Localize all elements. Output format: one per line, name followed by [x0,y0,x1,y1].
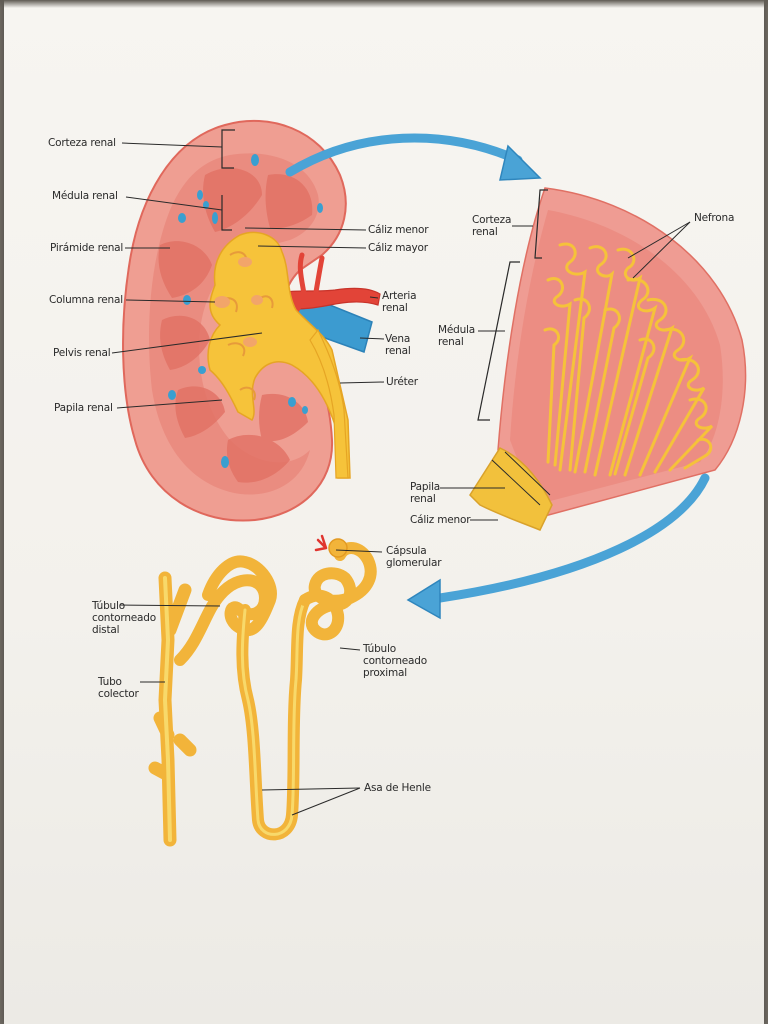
label-proximal-line3: proximal [363,667,407,679]
renal-pyramids [158,167,313,483]
label-ureter: Uréter [386,376,418,388]
distal-convoluted-tubule [174,555,277,666]
ureter [309,328,349,479]
arrow-to-nephron [435,473,710,603]
detail-brackets [477,189,548,421]
arrow-to-detail-head [499,144,542,181]
kidney-cross-section [122,119,381,522]
label-arteria-line2: renal [382,302,408,314]
label-detail-medula-line2: renal [438,336,464,348]
label-tubo-colector: Tubo colector [98,676,139,700]
label-proximal-line2: contorneado [363,655,427,667]
label-vena-renal: Vena renal [385,333,411,357]
label-proximal-line1: Túbulo [363,643,396,655]
paper-sheet [4,0,764,1024]
detail-papilla [469,447,553,531]
label-piramide-renal: Pirámide renal [50,242,124,254]
label-tubo-line2: colector [98,688,139,700]
calyx-opening-1 [238,257,252,267]
label-detail-medula: Médula renal [438,324,475,348]
label-tubulo-distal: Túbulo contorneado distal [92,600,156,636]
label-distal-line2: contorneado [92,612,156,624]
label-papila-renal: Papila renal [54,402,113,414]
label-columna-renal: Columna renal [49,294,123,306]
minor-calyces [219,251,274,401]
label-tubulo-proximal: Túbulo contorneado proximal [363,643,427,679]
label-nefrona: Nefrona [694,212,735,224]
label-detail-papila-line2: renal [410,493,436,505]
leader-lines [111,142,691,816]
renal-pelvis [207,231,351,479]
label-tubo-line1: Tubo [98,676,122,688]
label-caliz-mayor: Cáliz mayor [368,242,428,254]
renal-artery [284,287,381,310]
label-detail-corteza-line2: renal [472,226,498,238]
label-detail-papila-line1: Papila [410,481,441,493]
label-medula-renal: Médula renal [52,190,118,202]
label-detail-corteza-line1: Corteza [472,214,512,226]
label-detail-papila: Papila renal [410,481,440,505]
label-detail-corteza: Corteza renal [472,214,511,238]
calyx-opening-2 [214,296,230,308]
nephron-tubules [543,242,714,477]
label-vena-line1: Vena [385,333,411,345]
label-pelvis-renal: Pelvis renal [53,347,111,359]
collecting-duct-inner [163,576,172,842]
proximal-convoluted-tubule [299,542,377,641]
glomerular-capsule [328,538,348,558]
arrow-to-nephron-head [406,578,441,620]
label-asa-de-henle: Asa de Henle [364,782,431,794]
label-capsula-glomerular: Cápsula glomerular [386,545,442,569]
label-vena-line2: renal [385,345,411,357]
label-distal-line3: distal [92,624,120,636]
arrow-to-detail [285,133,523,177]
label-capsula-line2: glomerular [386,557,442,569]
cortex-bracket [221,129,235,231]
detail-papilla-lines [491,451,551,506]
glomerulus [314,534,328,552]
label-detail-caliz-menor: Cáliz menor [410,514,471,526]
label-distal-line1: Túbulo [92,600,125,612]
label-capsula-line1: Cápsula [386,545,427,557]
label-detail-medula-line1: Médula [438,324,475,336]
calyx-opening-4 [243,337,257,347]
zoom-arrows [285,133,710,620]
loop-inner [240,598,307,836]
label-corteza-renal: Corteza renal [48,137,116,149]
label-arteria-renal: Arteria renal [382,290,417,314]
nephron [148,534,377,847]
background-edge [0,0,768,8]
label-caliz-menor: Cáliz menor [368,224,429,236]
collecting-duct [148,571,197,847]
calyx-opening-3 [251,295,263,305]
pyramid-detail [469,187,747,531]
label-arteria-line1: Arteria [382,290,417,302]
